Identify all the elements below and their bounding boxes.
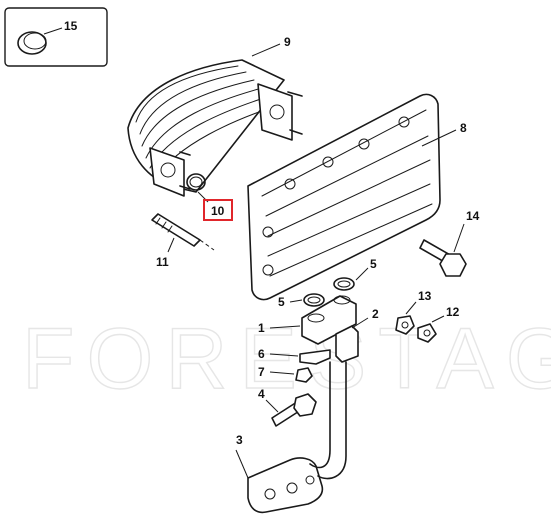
callout-15-label: 15 (64, 19, 78, 33)
part-6-bracket[interactable] (269, 349, 331, 365)
part-11-stud[interactable] (151, 213, 215, 253)
part-1-adapter[interactable] (269, 295, 357, 345)
callout-2-label: 2 (372, 307, 379, 321)
callout-10-highlight[interactable]: 10 (203, 199, 233, 221)
part-7-nut[interactable] (269, 367, 313, 383)
callout-9-label: 9 (284, 35, 291, 49)
callout-7-label: 7 (258, 365, 265, 379)
callout-8-label: 8 (460, 121, 467, 135)
part-13-washer[interactable] (395, 301, 417, 335)
highlight-box (203, 199, 233, 221)
part-4-bolt[interactable] (265, 393, 317, 427)
callout-10-label: 10 (211, 204, 225, 218)
oil-pipe[interactable] (309, 361, 347, 480)
callout-1-label: 1 (258, 321, 265, 335)
callout-11-label: 11 (156, 255, 169, 269)
callout-6-label: 6 (258, 347, 265, 361)
part-12-nut[interactable] (417, 315, 445, 343)
callout-13-label: 13 (418, 289, 432, 303)
part-8-cooler-cover[interactable] (247, 93, 457, 301)
watermark-text: FORESTAGRI (22, 311, 551, 407)
callout-5b-label: 5 (278, 295, 285, 309)
part-2-connector[interactable] (335, 317, 369, 363)
callout-12-label: 12 (446, 305, 460, 319)
part-9-oil-cooler[interactable] (127, 43, 303, 197)
callout-14-label: 14 (466, 209, 480, 223)
callout-3-label: 3 (236, 433, 243, 447)
part-3-flange[interactable] (235, 449, 324, 514)
part-15-inset[interactable] (4, 7, 108, 67)
part-5-seals[interactable] (289, 267, 369, 307)
part-14-bolt[interactable] (419, 223, 467, 277)
callout-4-label: 4 (258, 387, 265, 401)
callout-5a-label: 5 (370, 257, 377, 271)
